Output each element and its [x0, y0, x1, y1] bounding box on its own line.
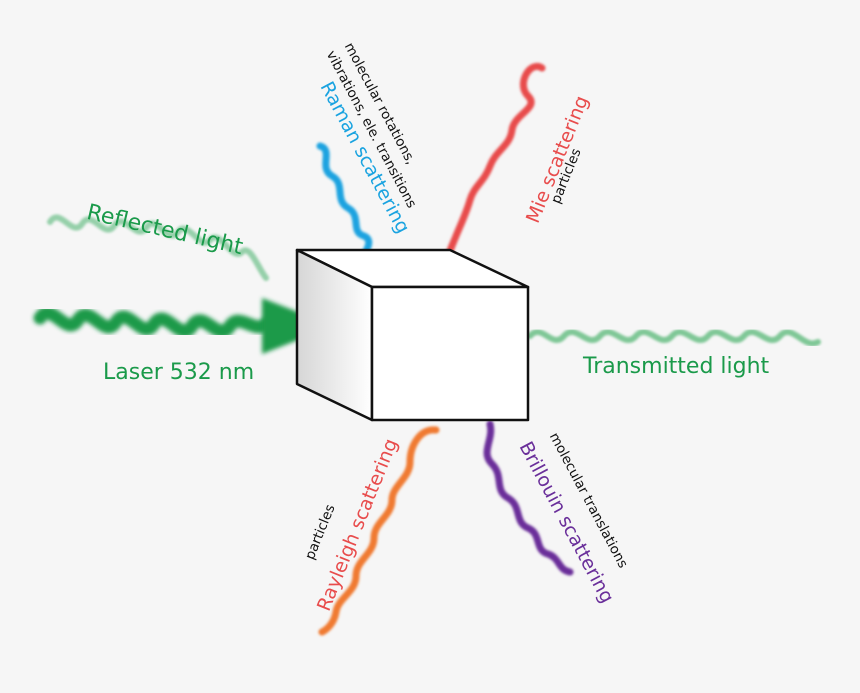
- sample-cube: [295, 248, 530, 422]
- mie-scattering-wave: [444, 62, 546, 264]
- reflected-light-wave: [47, 214, 269, 281]
- transmitted-light-label: Transmitted light: [583, 354, 770, 379]
- laser-label: Laser 532 nm: [103, 360, 255, 385]
- brillouin-scattering-wave: [483, 420, 574, 576]
- raman-scattering-wave: [316, 142, 373, 264]
- laser-wave: [33, 306, 273, 338]
- transmitted-light-wave: [527, 329, 821, 347]
- cube-front-face: [370, 285, 530, 422]
- rayleigh-scattering-wave: [318, 426, 440, 636]
